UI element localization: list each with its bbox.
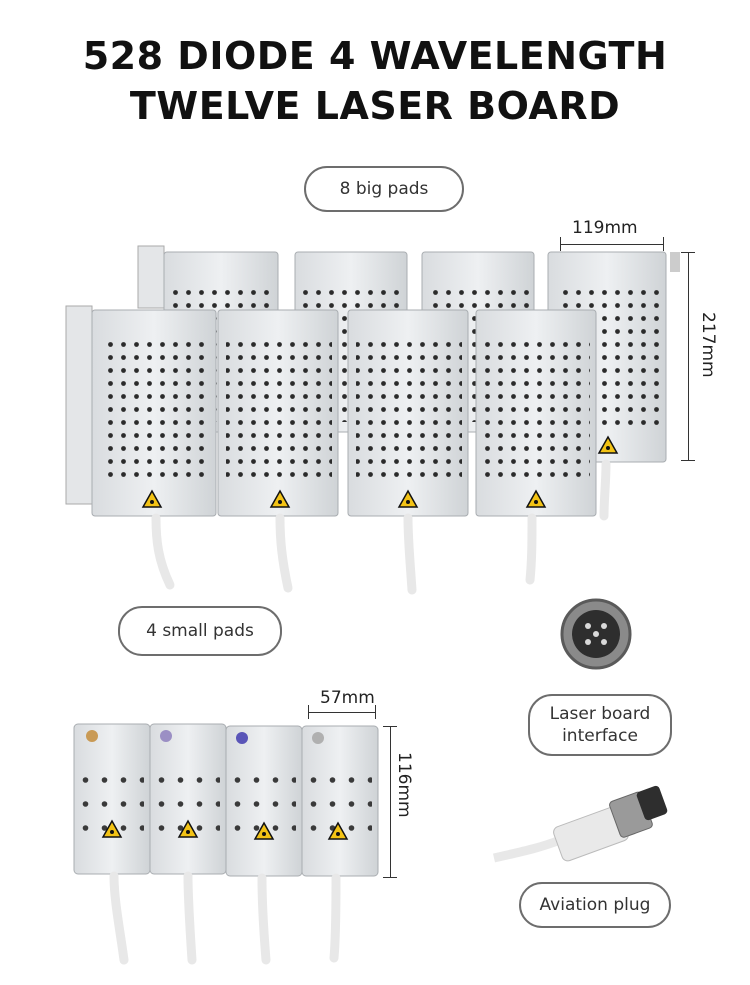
connector-socket-icon (560, 598, 632, 670)
big-height-line (688, 252, 689, 460)
small-width-dimension: 57mm (320, 688, 375, 708)
aviation-plug-icon (492, 785, 668, 863)
interface-label: Laser board interface (528, 694, 672, 756)
small-pad-cables (109, 871, 341, 965)
big-pads-front-row (65, 305, 597, 517)
small-width-line (308, 712, 376, 713)
big-pads-label: 8 big pads (304, 166, 464, 212)
title-line-2: TWELVE LASER BOARD (129, 84, 621, 128)
big-width-dimension: 119mm (572, 218, 638, 238)
aviation-plug-label: Aviation plug (519, 882, 671, 928)
small-pads-label: 4 small pads (118, 606, 282, 656)
small-pads-image (73, 723, 379, 877)
title-line-1: 528 DIODE 4 WAVELENGTH (82, 34, 668, 78)
small-height-line (390, 726, 391, 878)
big-width-line (560, 244, 664, 245)
big-pad-cables (151, 459, 611, 595)
